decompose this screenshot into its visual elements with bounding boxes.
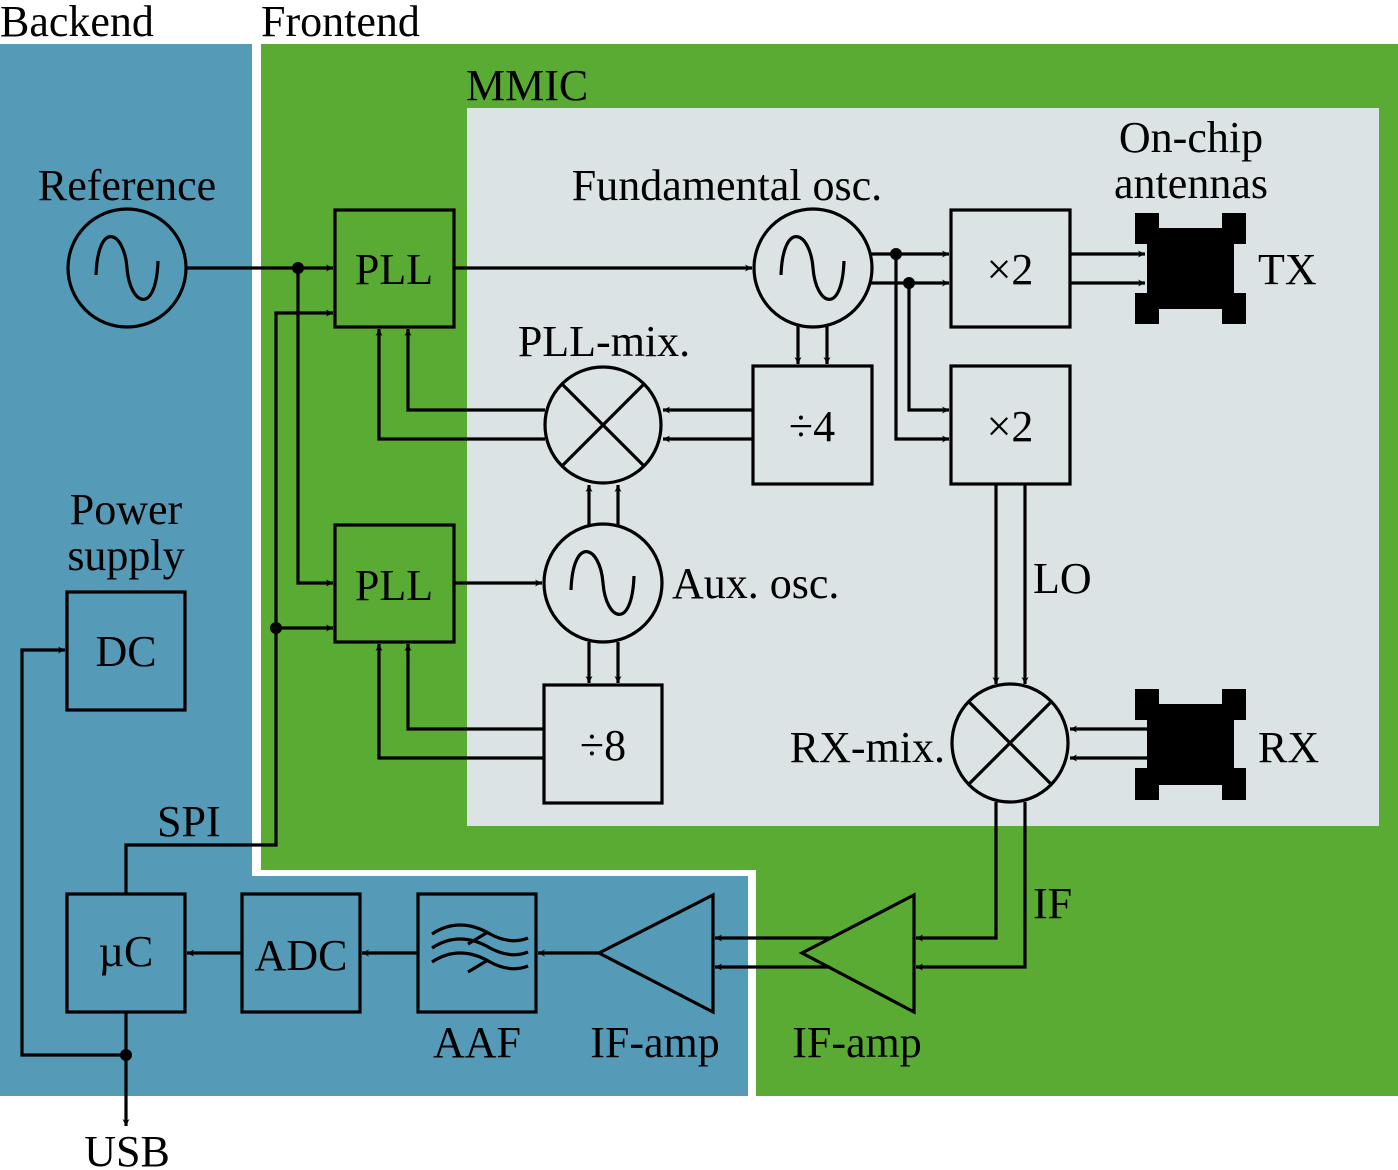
signal-connections xyxy=(20,248,1147,1126)
sine-icon xyxy=(779,235,846,301)
dc-label: DC xyxy=(95,627,156,676)
on-chip-label-1: On-chip xyxy=(1119,113,1263,162)
multiplier-lo-block: ×2 xyxy=(949,364,1072,486)
microcontroller-block: µC xyxy=(65,892,187,1014)
if-amp-backend xyxy=(595,892,715,1015)
adc-label: ADC xyxy=(255,931,348,980)
aux-oscillator xyxy=(542,522,664,644)
sine-icon xyxy=(569,550,636,616)
spi-label: SPI xyxy=(157,797,221,846)
microcontroller-label: µC xyxy=(99,927,154,976)
fundamental-oscillator xyxy=(752,207,874,329)
if-amp-frontend-label: IF-amp xyxy=(792,1018,922,1067)
tx-antenna-icon xyxy=(1135,213,1246,324)
fundamental-osc-label: Fundamental osc. xyxy=(572,161,882,210)
power-supply-label-1: Power xyxy=(70,485,183,534)
multiplier-lo-label: ×2 xyxy=(987,402,1034,451)
if-amp-frontend xyxy=(798,892,916,1015)
multiplier-tx-block: ×2 xyxy=(949,208,1072,329)
tx-label: TX xyxy=(1258,245,1317,294)
mixer-cross-icon xyxy=(967,700,1053,786)
aaf-label: AAF xyxy=(433,1018,521,1067)
rx-mix-label: RX-mix. xyxy=(790,723,945,772)
filter-icon xyxy=(431,923,529,974)
divider-4-block: ÷4 xyxy=(751,364,874,486)
usb-label: USB xyxy=(84,1127,170,1170)
divider-8-block: ÷8 xyxy=(542,683,664,805)
backend-label: Backend xyxy=(0,0,154,46)
pll-top-label: PLL xyxy=(355,245,433,294)
pll-bottom-label: PLL xyxy=(355,561,433,610)
if-amp-backend-label: IF-amp xyxy=(590,1018,720,1067)
divider-8-label: ÷8 xyxy=(580,721,626,770)
pll-mixer xyxy=(543,365,663,485)
dc-block: DC xyxy=(65,590,187,712)
aux-osc-label: Aux. osc. xyxy=(672,559,839,608)
frontend-label: Frontend xyxy=(261,0,420,46)
mmic-label: MMIC xyxy=(466,61,588,110)
pll-top-block: PLL xyxy=(333,208,456,329)
divider-4-label: ÷4 xyxy=(789,402,835,451)
sine-icon xyxy=(94,235,160,301)
rx-mixer xyxy=(950,682,1070,804)
if-label: IF xyxy=(1033,879,1072,928)
reference-label: Reference xyxy=(38,161,216,210)
on-chip-label-2: antennas xyxy=(1114,159,1268,208)
pll-mix-label: PLL-mix. xyxy=(518,317,690,366)
backend-region xyxy=(0,44,748,1096)
multiplier-tx-label: ×2 xyxy=(987,245,1034,294)
power-supply-label-2: supply xyxy=(67,531,184,580)
rx-antenna-icon xyxy=(1135,689,1246,800)
rx-label: RX xyxy=(1258,723,1319,772)
lo-label: LO xyxy=(1033,554,1092,603)
mixer-cross-icon xyxy=(560,382,646,468)
